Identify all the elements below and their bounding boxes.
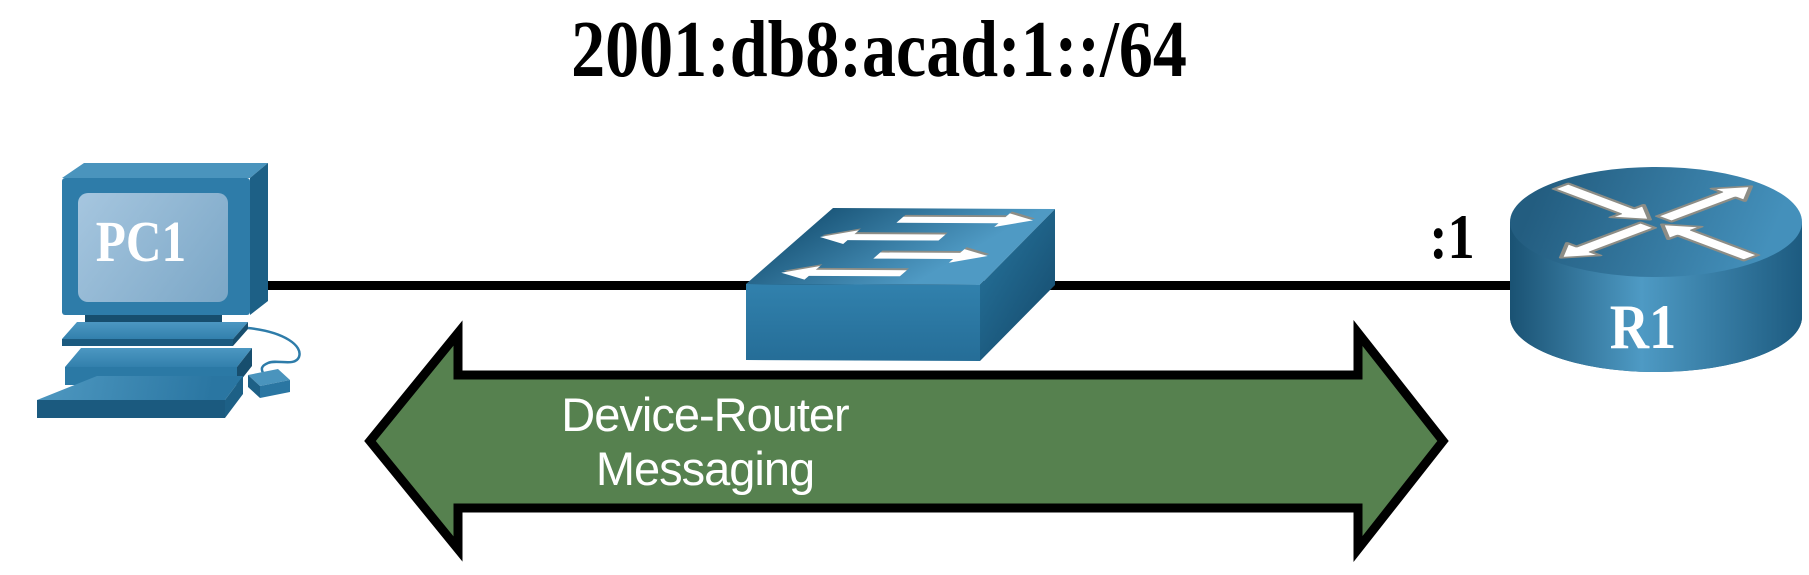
pc-keyboard — [37, 376, 243, 418]
pc-monitor-screen — [78, 193, 228, 302]
pc-mouse — [248, 369, 290, 398]
switch-arrow-left-icon — [781, 265, 907, 280]
pc-unit-side — [237, 348, 252, 385]
pc-mouse-top — [248, 369, 290, 386]
router-inward-arrows — [1551, 182, 1761, 262]
messaging-arrow-caption-line2: Messaging — [595, 442, 815, 495]
pc-keyboard-side — [225, 376, 243, 418]
pc-monitor-side — [250, 163, 268, 315]
switch-top-face — [746, 208, 1055, 285]
pc-unit-top — [65, 348, 252, 367]
pc-mouse-cable — [247, 326, 301, 374]
pc-monitor-neck — [85, 315, 222, 323]
switch-arrow-left-icon — [819, 230, 946, 244]
router-label: R1 — [1609, 291, 1677, 362]
network-prefix-title: 2001:db8:acad:1::/64 — [571, 6, 1187, 94]
router-outward-arrows — [1558, 185, 1754, 259]
messaging-double-arrow — [364, 320, 1449, 562]
router-arrow-out-icon — [1654, 185, 1754, 223]
switch-side-face — [980, 209, 1055, 361]
switch-arrows — [781, 211, 1036, 280]
router-interface-address-label: :1 — [1429, 201, 1475, 272]
pc-monitor-top — [62, 163, 268, 178]
switch-icon — [746, 208, 1055, 361]
pc-stand-slab — [62, 322, 248, 346]
router-arrows — [1551, 182, 1761, 262]
router-icon — [1510, 167, 1802, 372]
pc-icon — [37, 163, 301, 418]
router-top-face — [1510, 167, 1802, 277]
switch-arrow-right-icon — [896, 213, 1034, 228]
switch-front-face — [746, 284, 980, 361]
pc-keyboard-front — [37, 400, 225, 418]
pc-stand-side — [233, 322, 248, 346]
pc-keyboard-top — [37, 376, 243, 400]
router-arrow-in-icon — [1551, 182, 1652, 221]
pc-stand-top — [62, 322, 248, 339]
pc-monitor — [62, 163, 268, 315]
pc-mouse-front — [248, 375, 260, 398]
pc-mouse-side — [260, 380, 290, 398]
switch-arrow-right-icon — [873, 249, 988, 263]
pc-label: PC1 — [95, 209, 187, 274]
pc-stand-front — [62, 339, 233, 346]
router-arrow-out-icon — [1558, 221, 1658, 259]
messaging-arrow-caption: Device-Router Messaging — [561, 388, 849, 496]
router-arrow-in-icon — [1660, 223, 1761, 262]
switch-arrow-glyphs — [781, 213, 1034, 280]
messaging-arrow-caption-line1: Device-Router — [561, 388, 849, 441]
